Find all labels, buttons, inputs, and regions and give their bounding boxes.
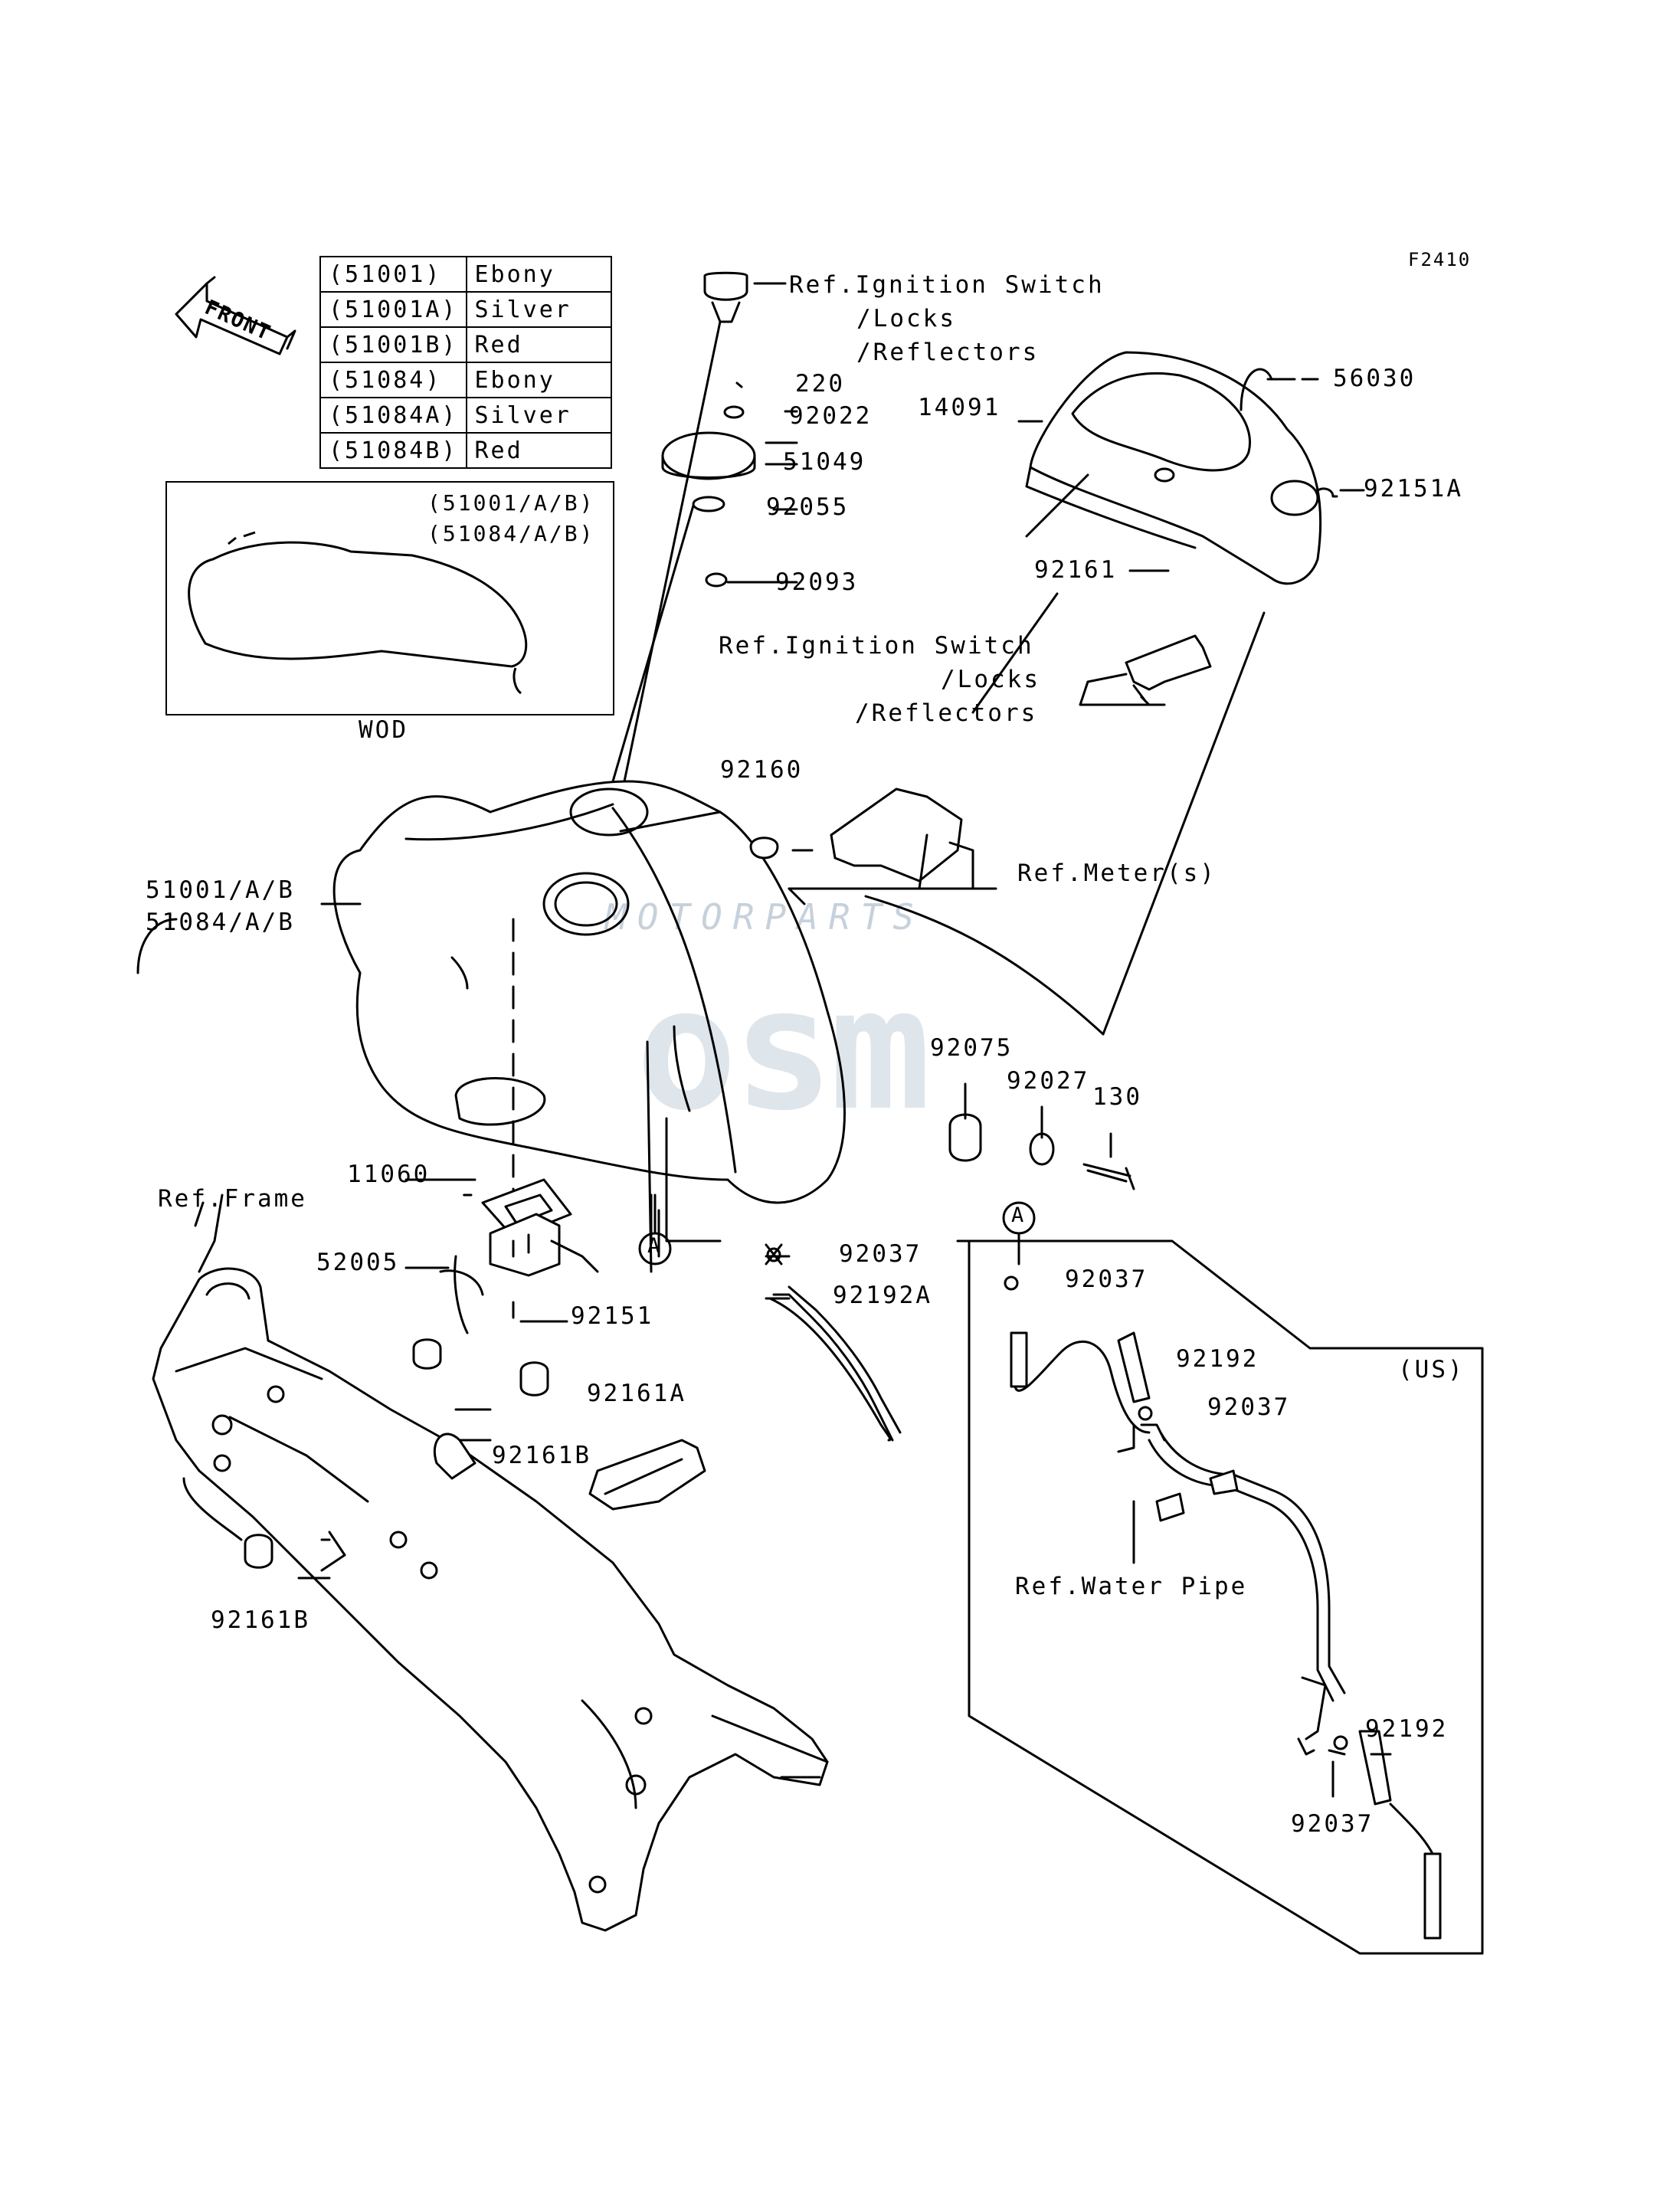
figure-code: F2410 [1408, 249, 1472, 270]
part-number-11060: 11060 [347, 1161, 431, 1188]
ref-ignition-label-1c: /Reflectors [856, 339, 1040, 366]
color-variant-table: (51001)Ebony (51001A)Silver (51001B)Red … [319, 256, 612, 469]
table-row: (51084A)Silver [319, 397, 612, 434]
part-code-cell: (51084A) [319, 397, 467, 434]
part-number-92161A: 92161A [587, 1380, 686, 1407]
us-region-box [956, 1239, 1484, 1955]
part-number-14091: 14091 [918, 394, 1001, 421]
part-number-51001: 51001/A/B [146, 876, 295, 904]
wod-caption: WOD [359, 716, 408, 744]
part-code-cell: (51084B) [319, 432, 467, 469]
callout-a-tank: A [647, 1234, 662, 1258]
wod-line-1: (51001/A/B) [427, 490, 595, 516]
part-number-92192A: 92192A [833, 1282, 932, 1309]
part-number-52005: 52005 [316, 1249, 400, 1276]
part-number-92161B-a: 92161B [492, 1442, 591, 1469]
part-number-92161: 92161 [1034, 556, 1118, 584]
ref-water-pipe-label: Ref.Water Pipe [1015, 1573, 1248, 1600]
wod-inset-box: (51001/A/B) (51084/A/B) [165, 481, 614, 715]
part-number-92151: 92151 [571, 1302, 654, 1330]
part-number-51084: 51084/A/B [146, 909, 295, 936]
color-cell: Red [465, 432, 612, 469]
part-number-92160: 92160 [720, 756, 804, 784]
part-number-92192-a: 92192 [1176, 1345, 1259, 1373]
color-cell: Silver [465, 291, 612, 328]
part-number-92037-d: 92037 [1291, 1810, 1374, 1838]
color-cell: Ebony [465, 256, 612, 293]
part-number-92055: 92055 [766, 493, 850, 521]
part-code-cell: (51001B) [319, 326, 467, 363]
part-number-92027: 92027 [1007, 1067, 1090, 1095]
ref-ignition-label-1: Ref.Ignition Switch [789, 271, 1105, 299]
ref-ignition-label-1b: /Locks [856, 305, 956, 332]
front-arrow-icon [175, 276, 296, 355]
part-number-92022: 92022 [789, 402, 873, 430]
part-code-cell: (51001) [319, 256, 467, 293]
color-cell: Ebony [465, 362, 612, 398]
color-cell: Red [465, 326, 612, 363]
color-cell: Silver [465, 397, 612, 434]
us-region-label: (US) [1398, 1356, 1465, 1383]
meter-cover-drawing [1025, 351, 1322, 585]
part-code-cell: (51084) [319, 362, 467, 398]
ref-meters-label: Ref.Meter(s) [1017, 859, 1217, 887]
part-number-92192-b: 92192 [1365, 1715, 1449, 1743]
wod-tank-outline [188, 531, 528, 695]
part-number-56030: 56030 [1333, 365, 1416, 392]
part-number-92037-b: 92037 [1065, 1265, 1148, 1293]
ref-frame-label: Ref.Frame [158, 1185, 307, 1213]
ref-ignition-label-2c: /Reflectors [855, 699, 1038, 727]
part-number-220: 220 [795, 370, 845, 398]
wod-line-2: (51084/A/B) [427, 521, 595, 546]
part-number-92037-a: 92037 [839, 1240, 922, 1268]
part-number-92093: 92093 [775, 568, 859, 596]
part-number-92075: 92075 [930, 1034, 1014, 1062]
table-row: (51001)Ebony [319, 256, 612, 293]
callout-a-us: A [1011, 1203, 1026, 1227]
part-code-cell: (51001A) [319, 291, 467, 328]
part-number-92037-c: 92037 [1207, 1393, 1291, 1421]
frame-drawing [152, 1267, 829, 1932]
table-row: (51001B)Red [319, 326, 612, 363]
fuel-tank-drawing [332, 780, 846, 1204]
part-number-92161B-b: 92161B [211, 1606, 310, 1634]
watermark-logo: osm [636, 951, 931, 1148]
table-row: (51001A)Silver [319, 291, 612, 328]
ref-ignition-label-2: Ref.Ignition Switch [719, 632, 1034, 660]
table-row: (51084)Ebony [319, 362, 612, 398]
part-number-51049: 51049 [783, 448, 866, 476]
ref-ignition-label-2b: /Locks [941, 666, 1040, 693]
table-row: (51084B)Red [319, 432, 612, 469]
watermark-text: MOTORPARTS [605, 896, 925, 938]
part-number-130: 130 [1092, 1083, 1142, 1111]
part-number-92151A: 92151A [1364, 475, 1463, 503]
